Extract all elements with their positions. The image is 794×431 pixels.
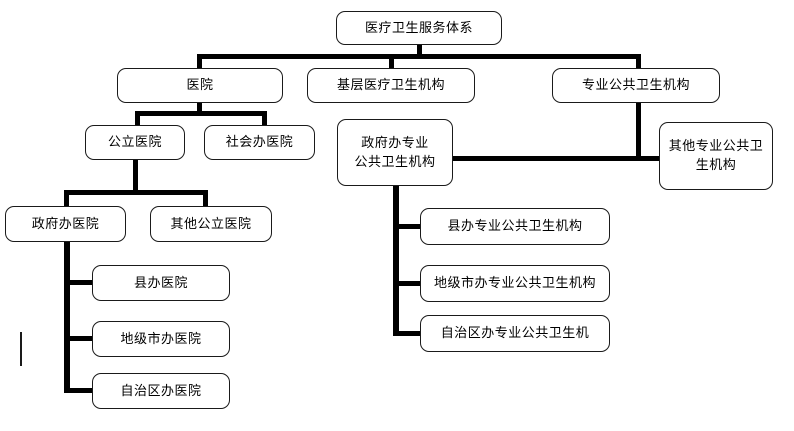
- connector-gov-public-health-trunk: [393, 186, 399, 336]
- node-county-public-health[interactable]: 县办专业公共卫生机构: [420, 208, 610, 245]
- connector-drop-public-hospital: [135, 111, 140, 126]
- connector-hospital-stem: [197, 101, 202, 115]
- node-region-public-health[interactable]: 自治区办专业公共卫生机: [420, 315, 610, 352]
- node-gov-public-health-label-line2: 公共卫生机构: [354, 154, 436, 170]
- node-county-public-health-label: 县办专业公共卫生机构: [447, 219, 583, 234]
- connector-drop-public-health: [636, 54, 641, 70]
- connector-public-hospital-bus: [64, 190, 208, 195]
- stray-tick-mark: [20, 332, 22, 366]
- node-gov-hospital-label: 政府办医院: [31, 216, 100, 232]
- node-region-public-health-label: 自治区办专业公共卫生机: [440, 326, 590, 341]
- node-gov-public-health-label-line1: 政府办专业: [361, 135, 429, 151]
- node-root[interactable]: 医疗卫生服务体系: [336, 11, 502, 45]
- connector-branch-region-public-health: [393, 331, 420, 336]
- connector-drop-social-hospital: [262, 111, 267, 126]
- connector-public-health-stem: [636, 101, 641, 161]
- node-gov-public-health[interactable]: 政府办专业 公共卫生机构: [337, 119, 453, 186]
- connector-branch-region-hospital: [64, 388, 93, 393]
- node-city-hospital-label: 地级市办医院: [120, 331, 202, 347]
- connector-drop-gov-hospital: [64, 190, 69, 207]
- connector-public-health-bus: [453, 156, 659, 161]
- node-social-hospital-label: 社会办医院: [225, 135, 294, 150]
- node-gov-hospital[interactable]: 政府办医院: [5, 206, 126, 242]
- connector-gov-hospital-trunk: [64, 240, 70, 393]
- node-hospital[interactable]: 医院: [117, 68, 283, 103]
- node-city-public-health-label: 地级市办专业公共卫生机构: [433, 276, 596, 291]
- connector-drop-hospital: [197, 54, 202, 70]
- connector-branch-county-hospital: [64, 280, 93, 285]
- connector-level2-bus: [197, 54, 641, 59]
- node-social-hospital[interactable]: 社会办医院: [204, 125, 315, 160]
- node-other-public-health[interactable]: 其他专业公共卫 生机构: [659, 122, 773, 190]
- node-region-hospital[interactable]: 自治区办医院: [92, 373, 230, 409]
- connector-hospital-bus: [135, 111, 267, 116]
- node-primary-care[interactable]: 基层医疗卫生机构: [307, 68, 475, 103]
- node-other-public-hospital-label: 其他公立医院: [170, 216, 252, 232]
- connector-drop-other-public-hospital: [203, 190, 208, 207]
- connector-branch-city-public-health: [393, 281, 420, 286]
- node-other-public-health-label-line1: 其他专业公共卫: [668, 139, 764, 154]
- connector-branch-city-hospital: [64, 336, 93, 341]
- node-public-health[interactable]: 专业公共卫生机构: [552, 68, 720, 103]
- connector-drop-primary-care: [389, 54, 394, 70]
- node-other-public-health-label-line2: 生机构: [695, 158, 737, 173]
- node-city-hospital[interactable]: 地级市办医院: [92, 321, 230, 357]
- node-other-public-hospital[interactable]: 其他公立医院: [150, 206, 272, 242]
- node-county-hospital[interactable]: 县办医院: [92, 265, 230, 301]
- connector-public-hospital-stem: [133, 160, 138, 192]
- node-public-hospital[interactable]: 公立医院: [85, 125, 185, 160]
- node-primary-care-label: 基层医疗卫生机构: [336, 78, 445, 93]
- node-county-hospital-label: 县办医院: [133, 275, 188, 291]
- node-public-health-label: 专业公共卫生机构: [581, 78, 690, 93]
- node-region-hospital-label: 自治区办医院: [120, 383, 202, 399]
- connector-branch-county-public-health: [393, 224, 420, 229]
- connector-root-stem: [417, 44, 422, 56]
- node-public-hospital-label: 公立医院: [107, 135, 162, 150]
- node-root-label: 医疗卫生服务体系: [364, 20, 473, 36]
- node-city-public-health[interactable]: 地级市办专业公共卫生机构: [420, 265, 610, 302]
- node-hospital-label: 医院: [186, 78, 214, 93]
